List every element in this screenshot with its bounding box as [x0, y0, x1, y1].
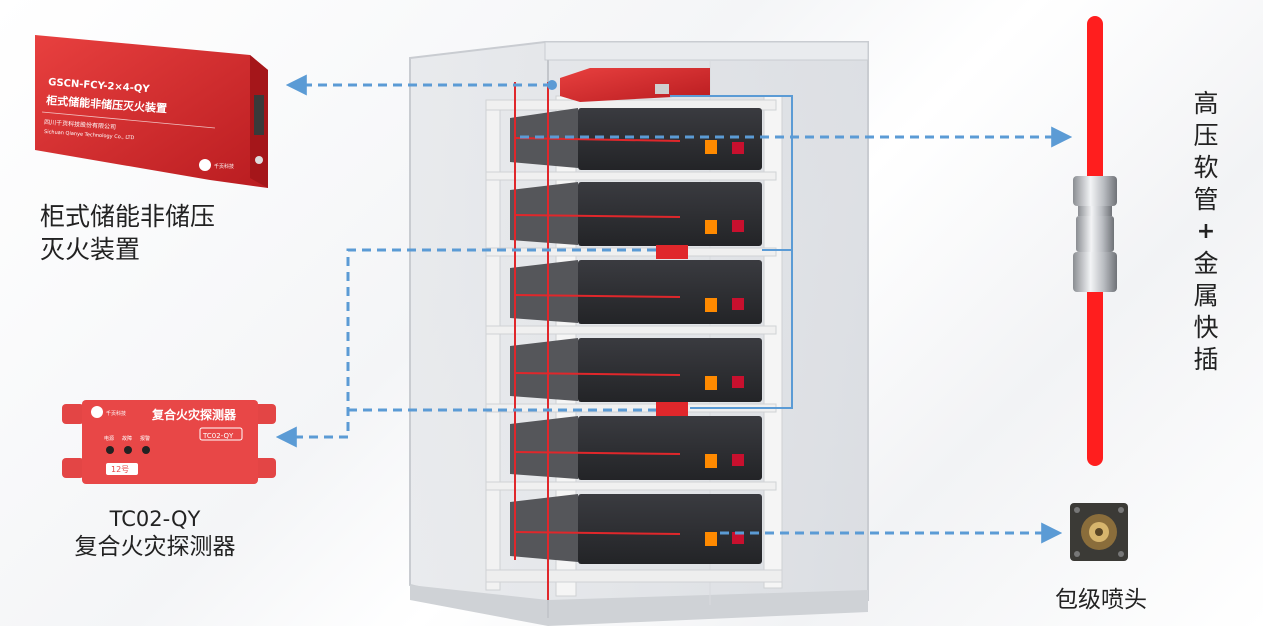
detector-device: 千页科技 复合火灾探测器 TC02-QY 电源 故障 报警 12号	[62, 400, 276, 484]
hose-label-char: 管	[1193, 185, 1219, 214]
led-label: 报警	[140, 435, 150, 442]
detector-label-name: 复合火灾探测器	[74, 534, 236, 560]
hose-label: 高 压 软 管 + 金 属 快 插	[1188, 88, 1224, 376]
hose-label-char: 快	[1193, 313, 1219, 342]
connection-arrows	[275, 74, 1073, 544]
detector-label-model: TC02-QY	[109, 507, 201, 531]
company-logo-icon	[91, 406, 103, 418]
extinguisher-label: 柜式储能非储压 灭火装置	[40, 200, 250, 266]
detector-label: TC02-QY 复合火灾探测器	[60, 505, 250, 561]
extinguisher-label-line2: 灭火装置	[40, 235, 141, 264]
detector-in-cabinet	[656, 402, 688, 416]
battery-module	[510, 494, 762, 564]
extinguisher-label-line1: 柜式储能非储压	[40, 202, 216, 231]
hose-label-char: 软	[1193, 153, 1219, 182]
extinguisher-device: GSCN-FCY-2×4-QY 柜式储能非储压灭火装置 四川千页科技股份有限公司…	[35, 35, 268, 188]
battery-module	[510, 108, 762, 170]
hose-label-char: 属	[1193, 281, 1219, 310]
hose-label-char: 压	[1193, 121, 1219, 150]
energy-storage-cabinet	[409, 41, 869, 626]
battery-module	[510, 260, 762, 324]
handle-icon	[254, 95, 264, 135]
detector-model-badge: TC02-QY	[202, 432, 234, 440]
led-label: 电源	[104, 435, 114, 442]
led-label: 故障	[122, 435, 132, 442]
valve-icon	[255, 156, 263, 164]
company-logo-icon	[199, 159, 211, 171]
detector-number: 12号	[111, 465, 129, 474]
battery-module	[510, 182, 762, 246]
hose-label-char: 高	[1193, 89, 1219, 118]
nozzle-label: 包级喷头	[1055, 587, 1147, 613]
detector-in-cabinet	[656, 245, 688, 259]
battery-module	[510, 338, 762, 402]
detector-name-text: 复合火灾探测器	[151, 407, 237, 422]
battery-module	[510, 416, 762, 480]
nozzle-icon	[1070, 503, 1128, 561]
high-pressure-hose	[1073, 16, 1117, 466]
hose-label-plus: +	[1196, 219, 1216, 244]
hose-label-char: 插	[1193, 345, 1219, 374]
extinguisher-in-cabinet	[560, 68, 710, 102]
extinguisher-logo-text: 千页科技	[214, 163, 234, 170]
fault-led-icon	[124, 446, 132, 454]
power-led-icon	[106, 446, 114, 454]
alarm-led-icon	[142, 446, 150, 454]
hose-label-char: 金	[1193, 249, 1219, 278]
quick-connector-icon	[1073, 176, 1117, 206]
detector-logo-text: 千页科技	[106, 410, 126, 417]
